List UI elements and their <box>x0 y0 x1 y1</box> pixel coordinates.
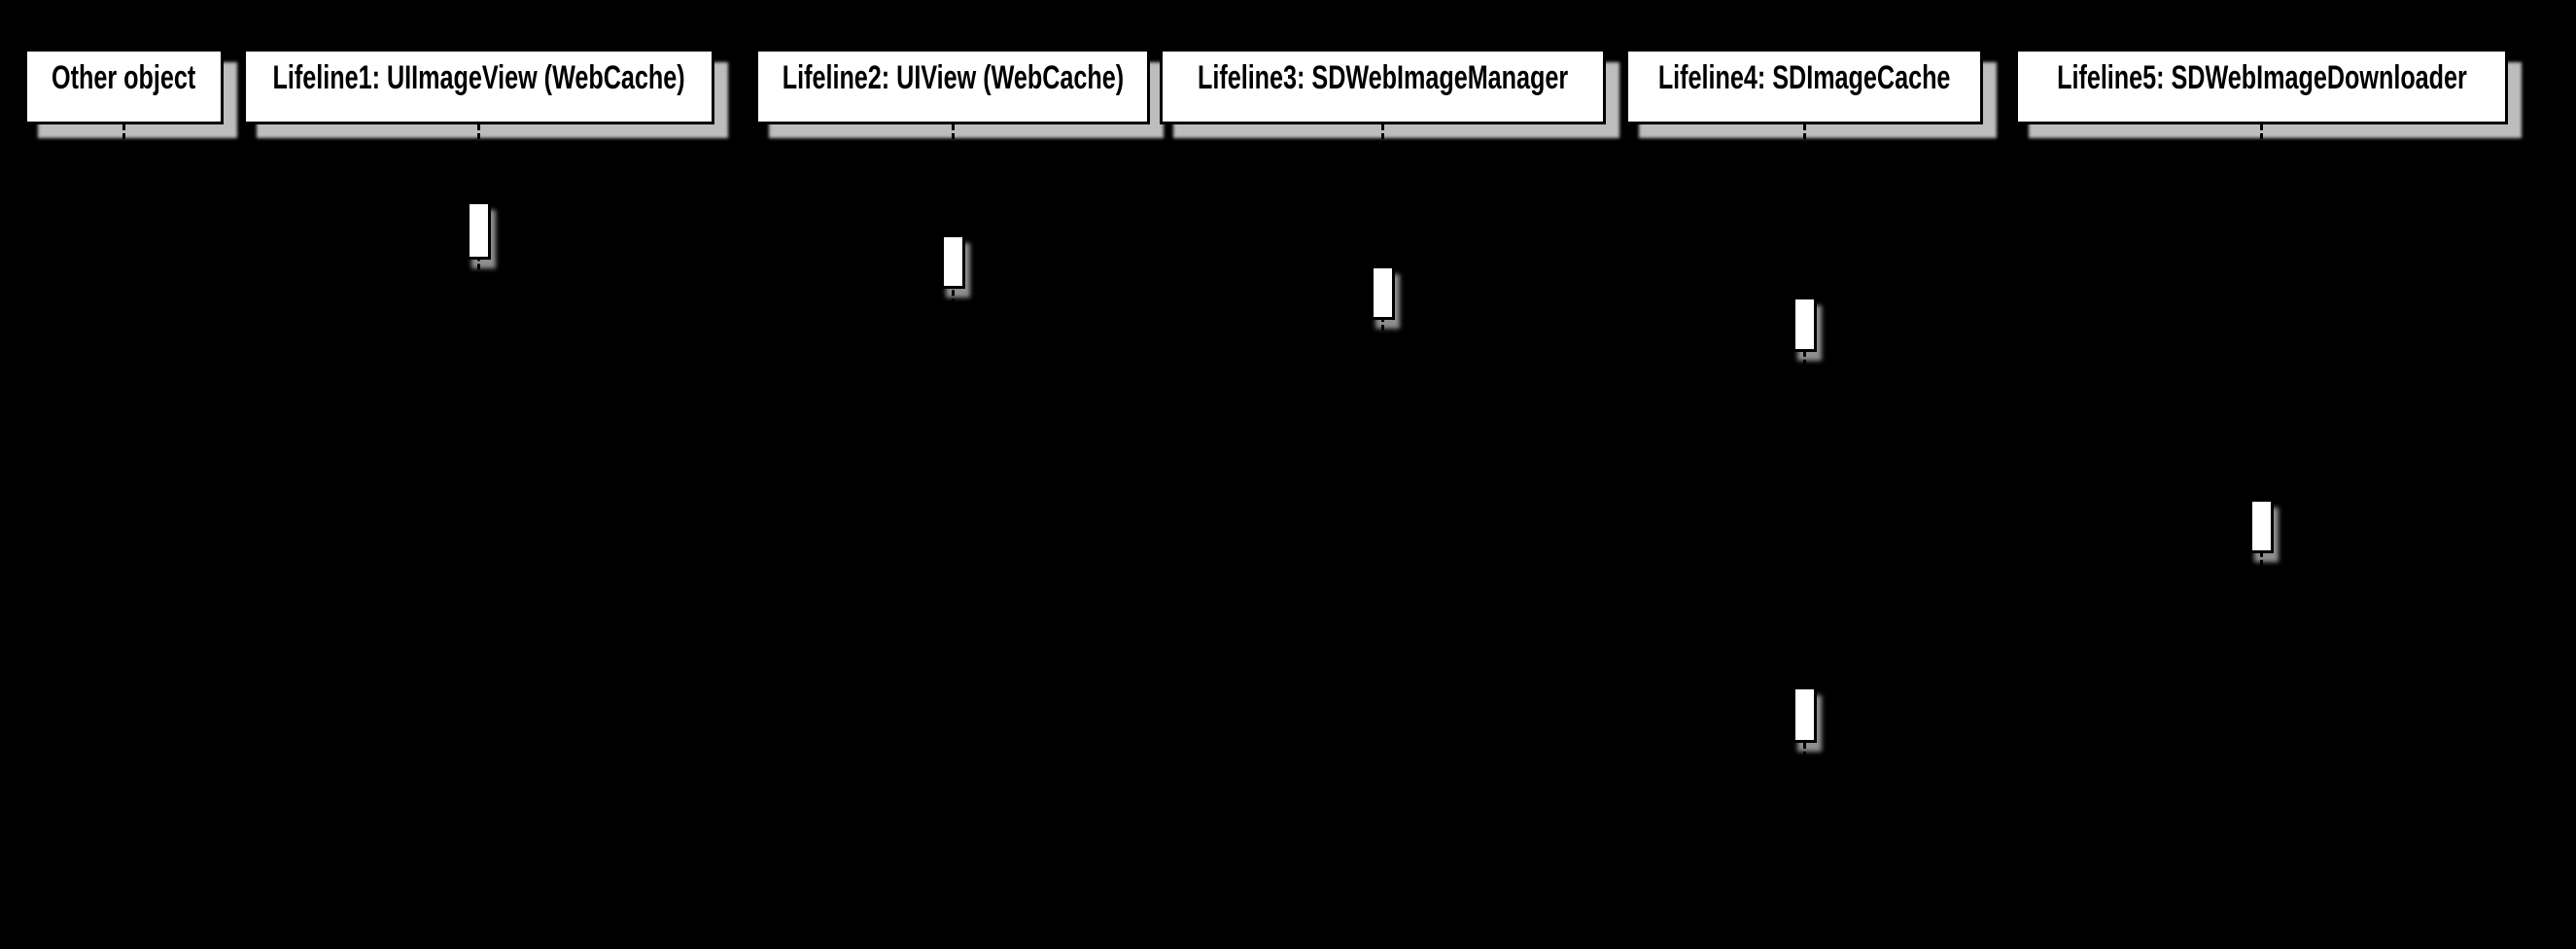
lifeline-label: Lifeline1: UIImageView (WebCache) <box>272 59 685 96</box>
lifeline-label: Lifeline4: SDImageCache <box>1657 59 1951 96</box>
lifeline-head-lifeline1[interactable]: Lifeline1: UIImageView (WebCache) <box>243 49 714 124</box>
lifeline-head-lifeline2[interactable]: Lifeline2: UIView (WebCache) <box>755 49 1150 124</box>
lifeline-dashed-line <box>1381 124 1384 949</box>
activation-bar-lifeline2[interactable] <box>940 234 965 289</box>
lifeline-head-other-object[interactable]: Other object <box>24 49 224 124</box>
lifeline-head-lifeline5[interactable]: Lifeline5: SDWebImageDownloader <box>2015 49 2508 124</box>
lifeline-head-lifeline4[interactable]: Lifeline4: SDImageCache <box>1625 49 1983 124</box>
lifeline-label: Lifeline5: SDWebImageDownloader <box>2056 59 2467 96</box>
lifeline-label: Lifeline2: UIView (WebCache) <box>782 59 1124 96</box>
activation-bar-lifeline5[interactable] <box>2249 499 2274 553</box>
lifeline-dashed-line <box>477 124 480 949</box>
lifeline-dashed-line <box>951 124 955 949</box>
lifeline-label: Lifeline3: SDWebImageManager <box>1197 59 1569 96</box>
lifeline-label: Other object <box>52 59 196 96</box>
activation-bar-lifeline3[interactable] <box>1371 265 1395 320</box>
lifeline-dashed-line <box>1802 124 1806 949</box>
lifeline-head-lifeline3[interactable]: Lifeline3: SDWebImageManager <box>1160 49 1606 124</box>
activation-bar-lifeline1[interactable] <box>467 201 491 260</box>
activation-bar-lifeline4[interactable] <box>1792 686 1817 743</box>
lifeline-dashed-line <box>122 124 125 949</box>
activation-bar-lifeline4[interactable] <box>1792 297 1817 352</box>
